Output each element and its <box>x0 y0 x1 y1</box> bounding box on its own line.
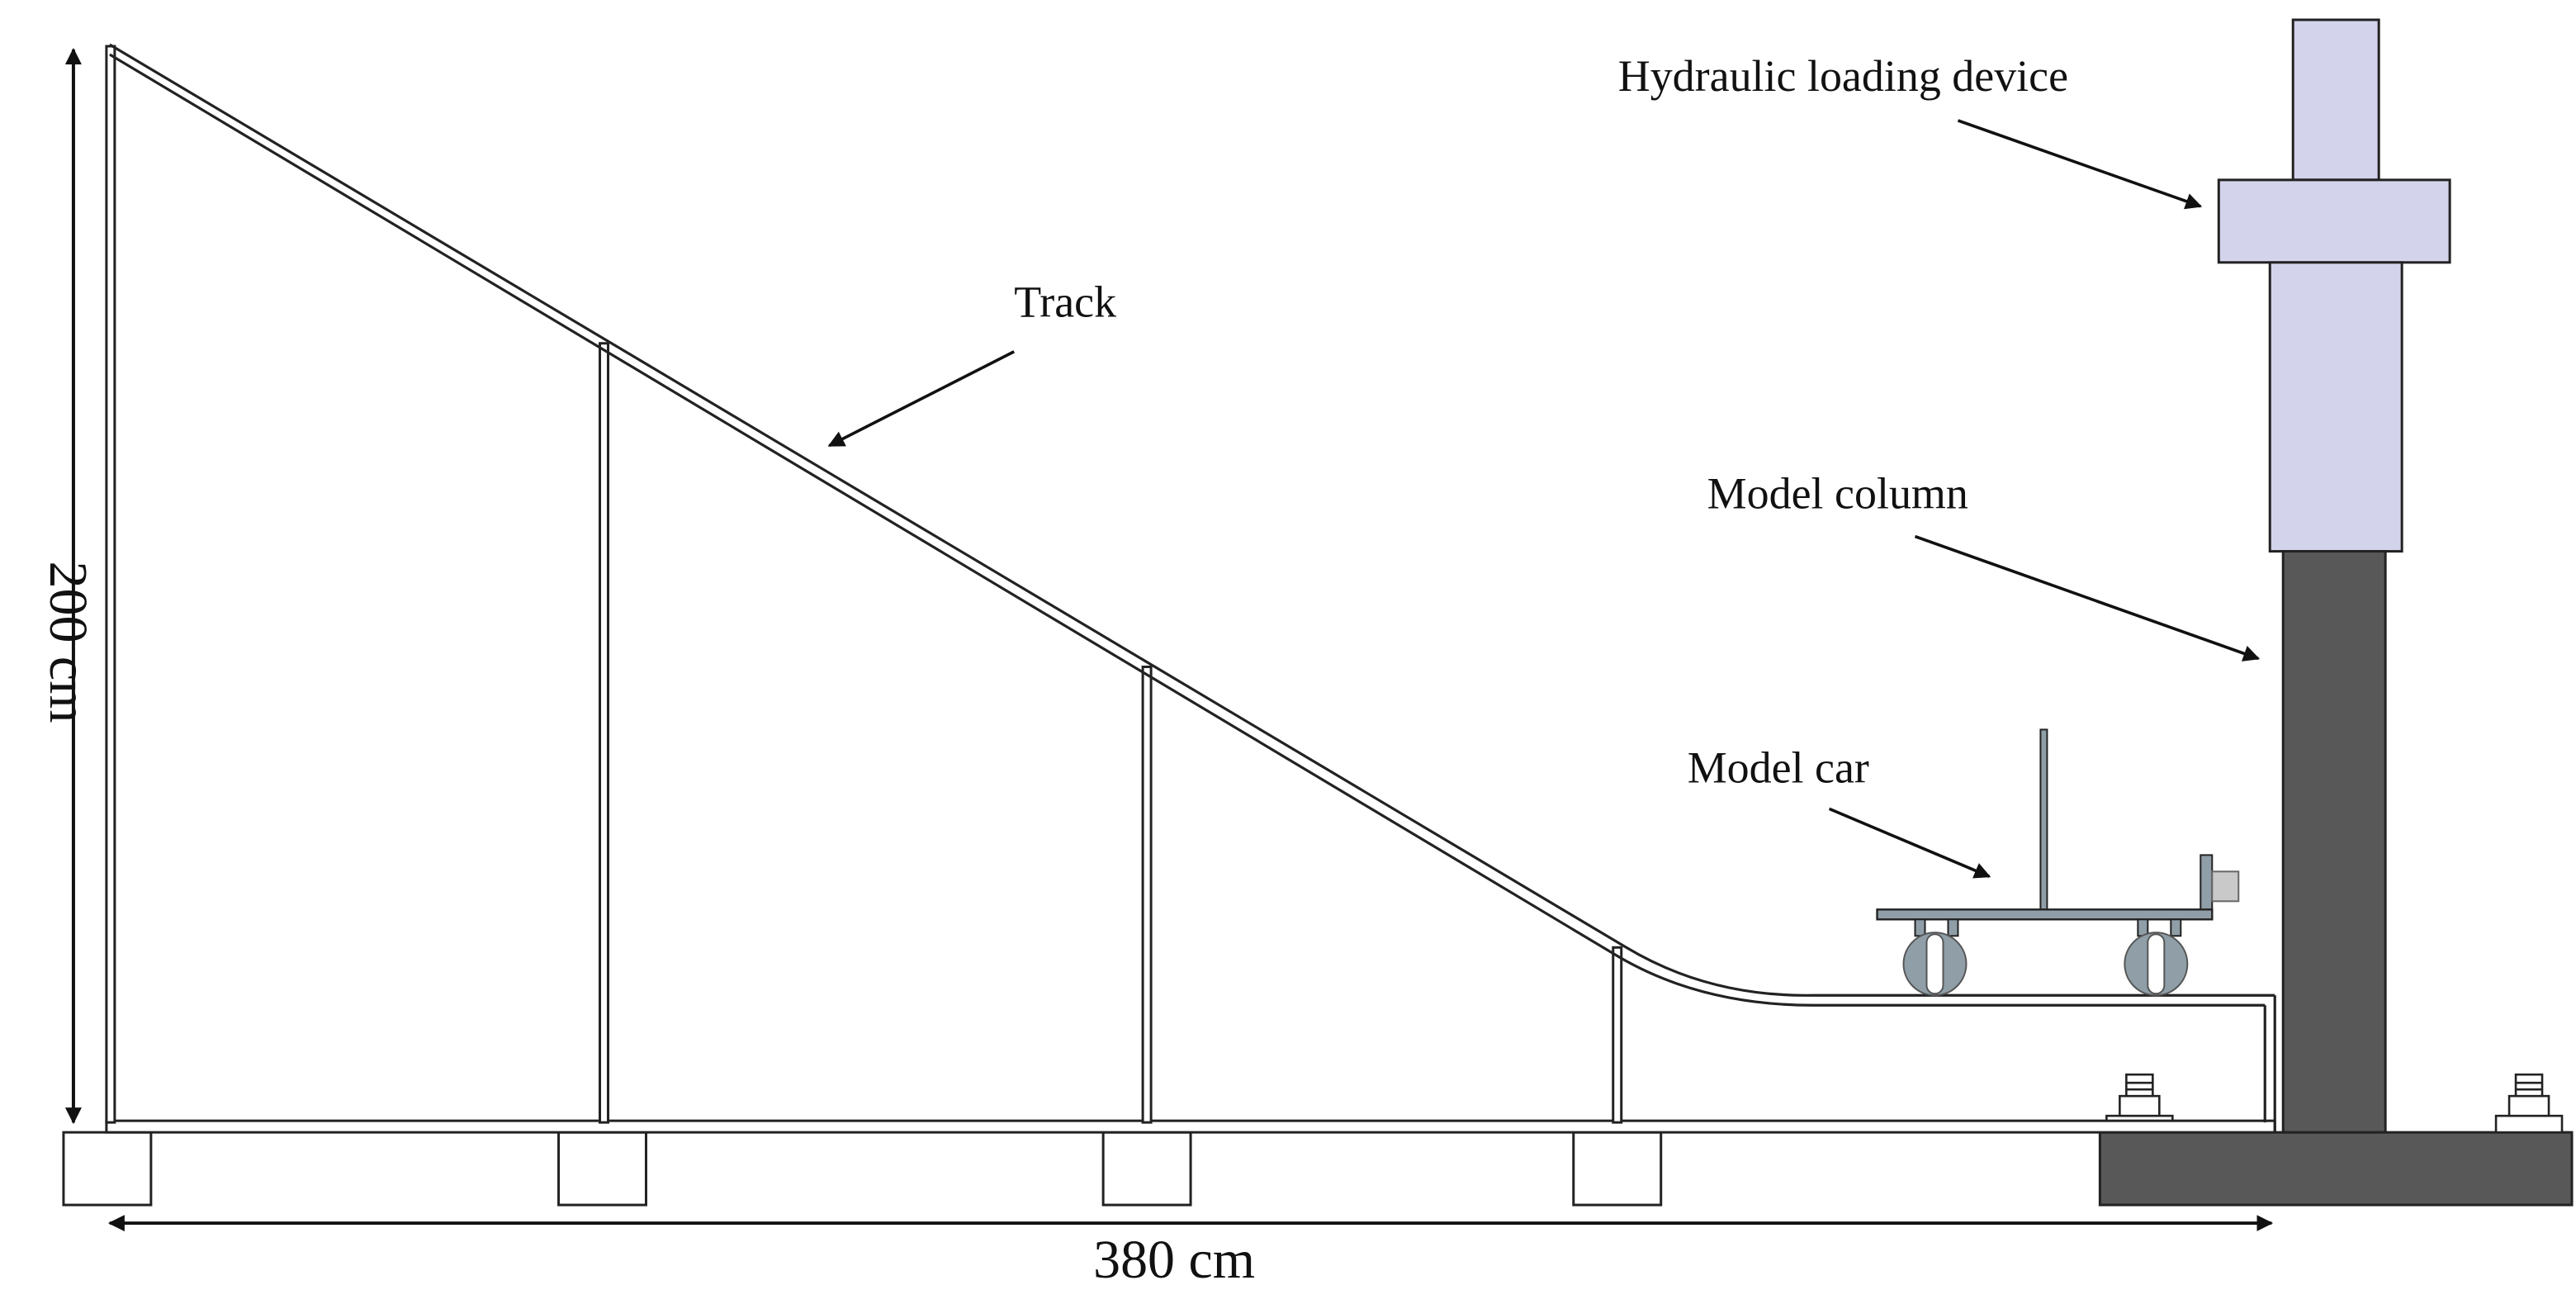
hydraulic-cylinder-bottom <box>2268 261 2403 553</box>
support-block-2 <box>557 1131 647 1207</box>
length-dimension-label: 380 cm <box>1093 1230 1255 1290</box>
hydraulic-label: Hydraulic loading device <box>1618 51 2068 101</box>
track-label: Track <box>1014 277 1116 327</box>
model-column <box>2281 550 2387 1134</box>
track-callout-arrow <box>827 350 1016 448</box>
track <box>109 43 2276 1133</box>
support-block-4 <box>1572 1131 1663 1207</box>
hydraulic-cylinder-top <box>2291 18 2380 182</box>
car-platform <box>1876 908 2214 921</box>
car-wheel-right <box>2124 932 2189 997</box>
model-car <box>1876 728 2240 997</box>
model-column-label: Model column <box>1707 469 1968 519</box>
car-block <box>2211 870 2240 903</box>
track-supports <box>599 342 1623 1124</box>
left-post <box>105 45 116 1124</box>
support-block-3 <box>1101 1131 1192 1207</box>
track-support-3 <box>1612 946 1623 1124</box>
height-dimension-label: 200 cm <box>38 562 98 723</box>
hydraulic-collar <box>2217 178 2451 264</box>
model-car-callout-arrow <box>1828 807 1991 879</box>
hydraulic-callout-arrow <box>1957 119 2203 210</box>
support-block-1 <box>62 1131 153 1207</box>
car-wheel-mounts <box>1914 918 2182 937</box>
anchor-bolt-right <box>2494 1073 2564 1134</box>
track-support-2 <box>1141 665 1153 1124</box>
hydraulic-loading-device <box>2217 18 2451 553</box>
base-rail <box>105 1119 2276 1134</box>
support-blocks <box>62 1131 1663 1207</box>
track-support-1 <box>599 342 610 1124</box>
car-mast <box>2039 728 2048 913</box>
model-column-callout-arrow <box>1914 534 2261 661</box>
model-car-label: Model car <box>1688 742 1869 792</box>
column-footing <box>2098 1131 2574 1207</box>
car-wheel-left <box>1902 932 1968 997</box>
